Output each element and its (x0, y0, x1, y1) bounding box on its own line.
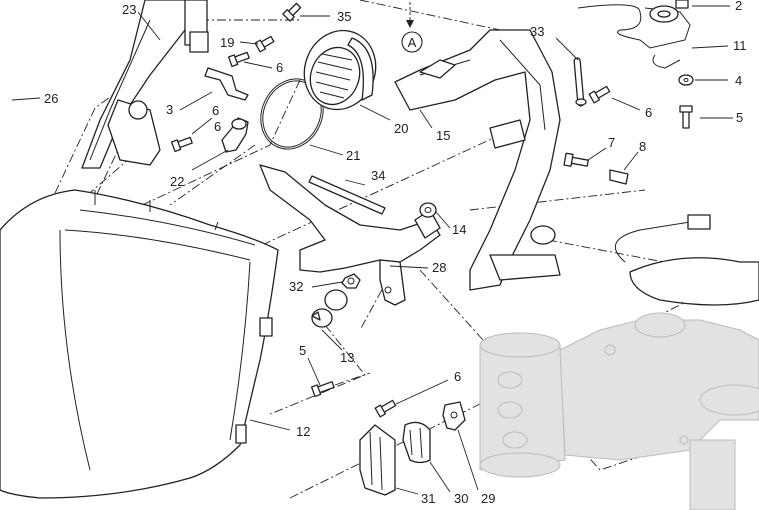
label-28: 28 (432, 260, 446, 275)
label-5-top: 5 (736, 110, 743, 125)
callout-a-text: A (408, 35, 417, 50)
callout-a: A (401, 2, 423, 53)
label-15: 15 (436, 128, 450, 143)
label-4: 4 (735, 73, 742, 88)
label-13: 13 (340, 350, 354, 365)
headlight-support-bracket (394, 29, 561, 291)
leader-lines (11, 5, 733, 495)
fork-clamp-assembly (479, 312, 759, 510)
lower-bracket (359, 424, 396, 496)
rod (308, 175, 386, 215)
label-6-bottom: 6 (454, 369, 461, 384)
label-2: 2 (735, 0, 742, 13)
nut (341, 273, 361, 289)
label-21: 21 (346, 148, 360, 163)
dust-cover (303, 29, 377, 111)
headlight-housing (0, 189, 279, 499)
label-35: 35 (337, 9, 351, 24)
screws (170, 2, 693, 418)
label-31: 31 (421, 491, 435, 506)
clip (609, 169, 629, 185)
bulb (221, 117, 249, 153)
pin (573, 57, 587, 107)
spring-clip (577, 0, 691, 69)
label-8: 8 (639, 139, 646, 154)
grommet (419, 202, 437, 218)
label-29: 29 (481, 491, 495, 506)
label-6-right: 6 (645, 105, 652, 120)
label-14: 14 (452, 222, 466, 237)
label-26: 26 (44, 91, 58, 106)
turn-indicator (614, 214, 759, 306)
label-23: 23 (122, 2, 136, 17)
label-6-left: 6 (212, 103, 219, 118)
part-labels: 23 35 19 6 26 3 6 6 22 20 21 15 33 6 7 8… (44, 0, 747, 506)
label-19: 19 (220, 35, 234, 50)
label-6-top: 6 (276, 60, 283, 75)
label-11: 11 (733, 38, 747, 53)
label-34: 34 (371, 168, 385, 183)
small-bracket (204, 67, 249, 101)
rubber-cover (402, 421, 431, 464)
label-12: 12 (296, 424, 310, 439)
label-30: 30 (454, 491, 468, 506)
label-32: 32 (289, 279, 303, 294)
washer (678, 74, 694, 86)
label-22: 22 (170, 174, 184, 189)
label-3: 3 (166, 102, 173, 117)
label-33: 33 (530, 24, 544, 39)
rubber-mounts (311, 289, 348, 328)
side-frame-bracket (81, 0, 209, 169)
label-7: 7 (608, 135, 615, 150)
label-20: 20 (394, 121, 408, 136)
mounting-plate (259, 164, 441, 306)
label-5-bottom: 5 (299, 343, 306, 358)
label-6-mid: 6 (214, 119, 221, 134)
connector (442, 401, 466, 431)
